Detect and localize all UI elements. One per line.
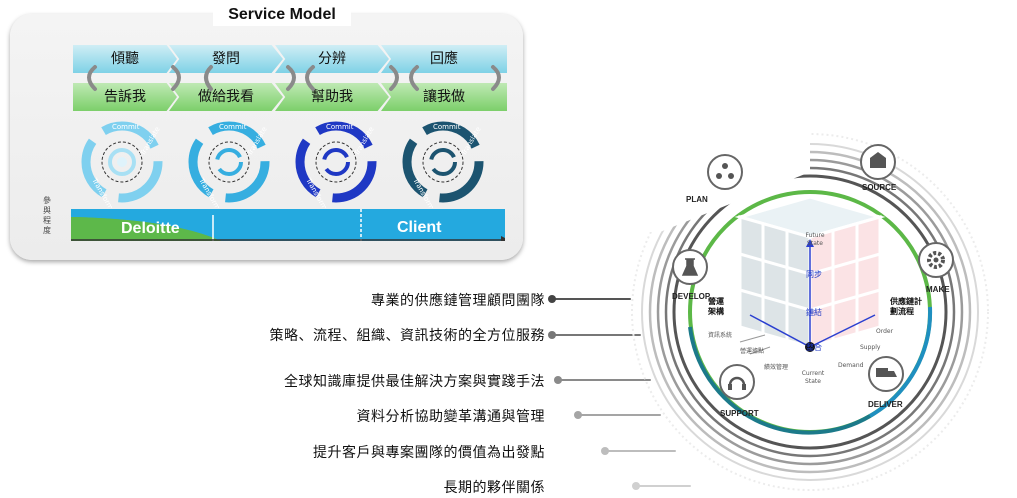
support-icon (719, 364, 755, 400)
current-state-label: Current State (801, 370, 825, 385)
label-develop: DEVELOP (672, 292, 711, 301)
label-deliver: DELIVER (868, 400, 903, 409)
perf-mgmt-label: 績效管理 (764, 364, 789, 371)
plan-flow-label: 供應鏈計劃流程 (890, 297, 922, 316)
demand-label: Demand (838, 362, 864, 369)
cycle-4 (402, 121, 484, 203)
cycle-1 (81, 121, 163, 203)
integrate-label: 整合 (806, 343, 822, 352)
service-item: 全球知識庫提供最佳解決方案與實踐手法 (284, 374, 545, 390)
stage-2-bottom: 做給我看 (169, 83, 283, 111)
plan-icon (707, 154, 743, 190)
link-label: 鏈結 (806, 308, 822, 317)
cycle-1-commit: Commit (112, 123, 140, 131)
service-item: 策略、流程、組織、資訊技術的全方位服務 (269, 328, 545, 344)
source-icon (860, 144, 896, 180)
cycle-3-commit: Commit (326, 123, 354, 131)
service-item: 資料分析協助變革溝通與管理 (356, 409, 545, 425)
cycle-3 (295, 121, 377, 203)
involvement-label: 參與程度 (43, 196, 51, 235)
develop-icon (672, 249, 708, 285)
stage-4-top: 回應 (381, 45, 507, 73)
client-label: Client (397, 219, 442, 236)
supply-label: Supply (860, 344, 881, 351)
service-item: 專業的供應鏈管理顧問團隊 (371, 293, 545, 309)
label-support: SUPPORT (720, 409, 759, 418)
cycle-4-commit: Commit (433, 123, 461, 131)
order-label: Order (876, 328, 894, 335)
stage-1-top: 傾聽 (73, 45, 177, 73)
stage-3-bottom: 幫助我 (275, 83, 389, 111)
cycle-2-commit: Commit (219, 123, 247, 131)
deloitte-label: Deloitte (121, 220, 180, 237)
loop-arrows (87, 65, 501, 91)
label-make: MAKE (926, 285, 950, 294)
service-model-title: Service Model (213, 4, 351, 26)
cycle-2 (188, 121, 270, 203)
involvement-bar (71, 209, 505, 241)
service-connectors (548, 295, 691, 490)
service-item: 提升客戶與專案團隊的價值為出發點 (313, 445, 545, 461)
supply-chain-wheel (600, 92, 989, 491)
stage-1-bottom: 告訴我 (73, 83, 177, 111)
cycle-diagrams: Commit Commit Commit Commit Transform Tr… (81, 121, 484, 208)
cube (734, 195, 886, 352)
label-source: SOURCE (862, 183, 897, 192)
make-icon (918, 242, 954, 278)
it-system-label: 資訊系統 (708, 332, 733, 339)
service-item: 長期的夥伴關係 (443, 480, 545, 496)
label-plan: PLAN (686, 195, 708, 204)
deliver-icon (868, 356, 904, 392)
stage-3-top: 分辨 (275, 45, 389, 73)
stage-2-top: 發問 (169, 45, 283, 73)
sync-label: 同步 (806, 270, 822, 279)
services-list: 專業的供應鏈管理顧問團隊 策略、流程、組織、資訊技術的全方位服務 全球知識庫提供… (269, 293, 545, 496)
future-state-label: Future State (805, 232, 825, 247)
stage-4-bottom: 讓我做 (381, 83, 507, 111)
ops-arch-label: 營運架構 (708, 297, 724, 316)
ops-site-label: 營運據點 (740, 348, 765, 355)
